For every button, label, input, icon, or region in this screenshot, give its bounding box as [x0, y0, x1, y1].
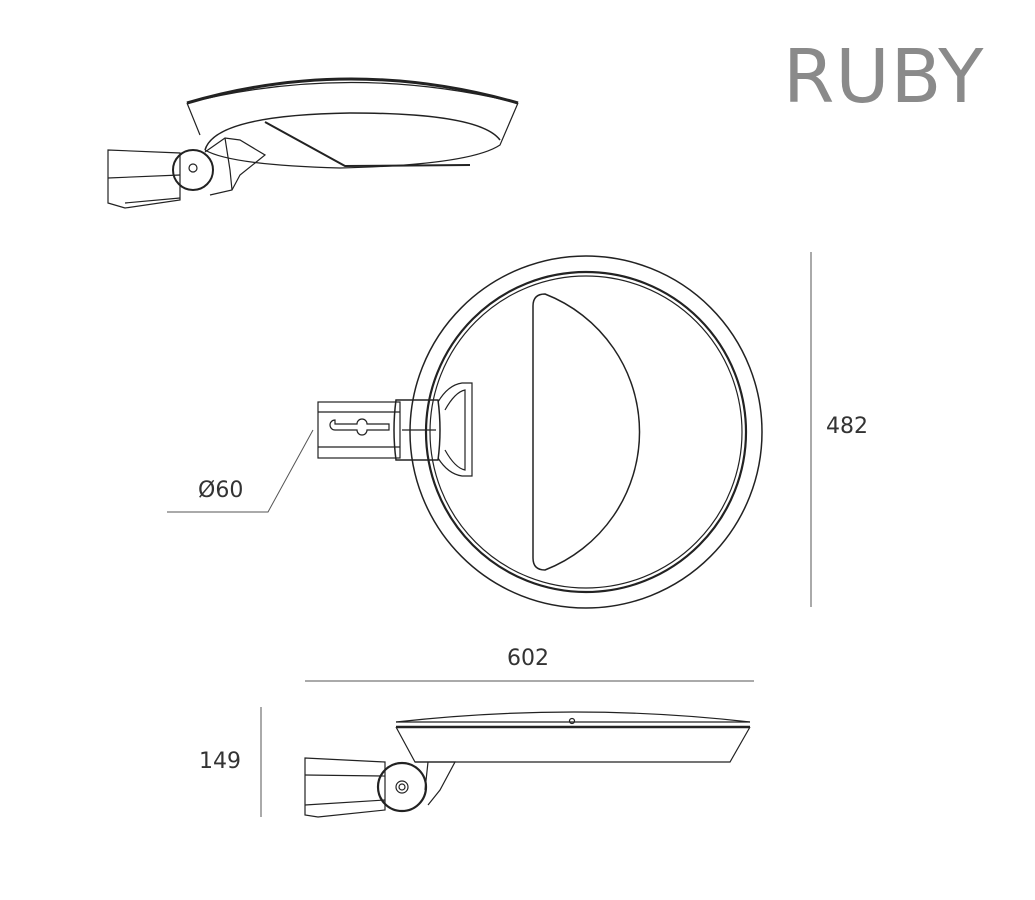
dimension-diameter-label: Ø60 — [198, 478, 244, 503]
dimension-lines — [167, 252, 812, 817]
diameter-leader-line — [167, 429, 314, 513]
top-view — [317, 255, 763, 609]
mounting-arm — [317, 401, 401, 459]
perspective-view — [107, 77, 519, 209]
dimension-depth-label: 149 — [199, 749, 241, 774]
dimension-width-label: 602 — [507, 646, 549, 671]
dimension-height-label: 482 — [826, 414, 868, 439]
product-title: RUBY — [783, 34, 985, 120]
side-view — [304, 711, 751, 818]
